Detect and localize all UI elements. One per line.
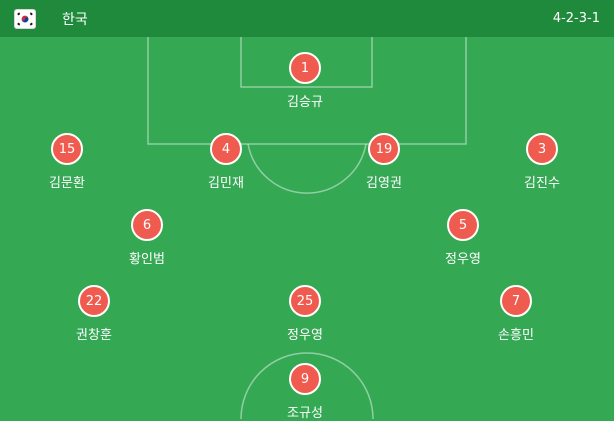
player-number-badge: 3: [526, 133, 558, 165]
player-name: 권창훈: [76, 328, 112, 343]
south-korea-flag-icon: [14, 8, 36, 29]
player-left-winger[interactable]: 7 손흥민: [471, 285, 561, 343]
player-name: 김민재: [208, 176, 244, 191]
player-number-badge: 25: [289, 285, 321, 317]
pitch-markings: [147, 37, 467, 419]
player-name: 김영권: [366, 176, 402, 191]
player-name: 정우영: [445, 252, 481, 267]
player-attacking-midfielder[interactable]: 25 정우영: [260, 285, 350, 343]
player-number-badge: 15: [51, 133, 83, 165]
player-number-badge: 1: [289, 52, 321, 84]
player-number-badge: 4: [210, 133, 242, 165]
player-name: 황인범: [129, 252, 165, 267]
player-right-winger[interactable]: 22 권창훈: [49, 285, 139, 343]
player-defensive-midfielder[interactable]: 5 정우영: [418, 209, 508, 267]
player-number-badge: 6: [131, 209, 163, 241]
player-number-badge: 5: [447, 209, 479, 241]
player-name: 김승규: [287, 95, 323, 110]
player-number-badge: 9: [289, 363, 321, 395]
player-name: 정우영: [287, 328, 323, 343]
team-header: 한국 4-2-3-1: [0, 0, 614, 37]
player-left-back[interactable]: 3 김진수: [497, 133, 587, 191]
player-number-badge: 22: [78, 285, 110, 317]
player-center-back[interactable]: 19 김영권: [339, 133, 429, 191]
player-right-back[interactable]: 15 김문환: [22, 133, 112, 191]
player-defensive-midfielder[interactable]: 6 황인범: [102, 209, 192, 267]
formation-label: 4-2-3-1: [552, 11, 600, 26]
player-goalkeeper[interactable]: 1 김승규: [260, 52, 350, 110]
player-name: 김문환: [49, 176, 85, 191]
team-name: 한국: [62, 11, 88, 28]
pitch: 1 김승규 15 김문환 4 김민재 19 김영권 3 김진수 6 황인범 5 …: [0, 37, 614, 421]
player-name: 조규성: [287, 406, 323, 421]
player-center-back[interactable]: 4 김민재: [181, 133, 271, 191]
player-striker[interactable]: 9 조규성: [260, 363, 350, 421]
player-number-badge: 7: [500, 285, 532, 317]
player-name: 손흥민: [498, 328, 534, 343]
player-name: 김진수: [524, 176, 560, 191]
player-number-badge: 19: [368, 133, 400, 165]
